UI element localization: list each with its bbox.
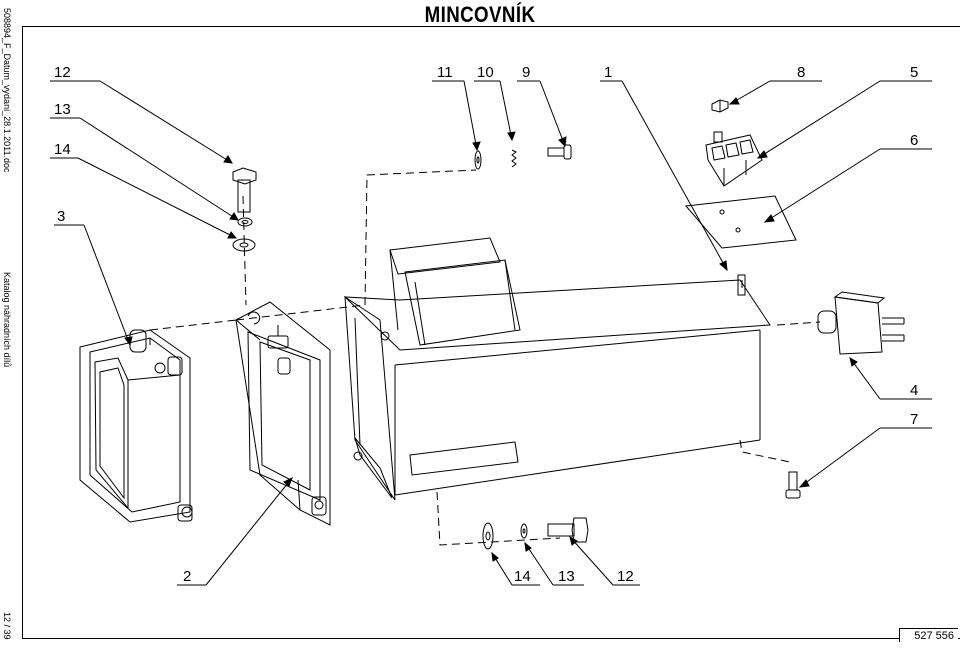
svg-text:8: 8 bbox=[797, 64, 805, 81]
page-title: MINCOVNÍK bbox=[424, 2, 536, 27]
svg-text:13: 13 bbox=[54, 101, 71, 118]
svg-text:13: 13 bbox=[558, 568, 575, 585]
callout-4: 4 bbox=[849, 356, 932, 400]
part-bolt-12-top bbox=[232, 167, 257, 213]
svg-text:14: 14 bbox=[514, 568, 531, 585]
callout-13-top-left: 13 bbox=[50, 101, 239, 221]
callout-10: 10 bbox=[474, 64, 516, 142]
callout-13-bottom: 13 bbox=[524, 541, 584, 586]
callout-12-bottom: 12 bbox=[569, 535, 640, 586]
callout-1: 1 bbox=[600, 64, 728, 272]
frame-border-top bbox=[22, 26, 960, 27]
part-spring-washer-10 bbox=[511, 149, 517, 168]
part-front-bezel bbox=[79, 329, 193, 523]
callout-8: 8 bbox=[728, 64, 822, 105]
part-plate bbox=[685, 195, 797, 249]
callout-12-top-left: 12 bbox=[50, 64, 233, 164]
callout-5: 5 bbox=[756, 64, 932, 159]
assembly-dash-lines bbox=[149, 169, 821, 546]
part-washer-14-top bbox=[232, 238, 256, 252]
part-screw-9 bbox=[547, 144, 572, 160]
svg-text:10: 10 bbox=[477, 64, 494, 81]
part-washer-11 bbox=[474, 150, 482, 170]
frame-border-left bbox=[22, 26, 23, 638]
svg-text:12: 12 bbox=[617, 568, 634, 585]
svg-text:6: 6 bbox=[910, 132, 918, 149]
part-main-chassis bbox=[343, 237, 771, 501]
svg-text:14: 14 bbox=[54, 141, 71, 158]
svg-text:11: 11 bbox=[437, 64, 453, 81]
part-nut bbox=[711, 99, 729, 113]
callout-7: 7 bbox=[798, 411, 932, 488]
part-lockwasher-13-bottom bbox=[520, 523, 528, 539]
svg-text:7: 7 bbox=[910, 411, 918, 428]
svg-text:1: 1 bbox=[604, 64, 612, 81]
frame-border-bottom bbox=[22, 638, 960, 639]
svg-text:2: 2 bbox=[183, 568, 191, 585]
svg-text:4: 4 bbox=[910, 382, 918, 399]
part-mounting-bracket bbox=[235, 301, 331, 526]
callout-14-bottom: 14 bbox=[491, 551, 540, 586]
part-lockwasher-13-top bbox=[237, 217, 253, 227]
callout-3: 3 bbox=[54, 208, 133, 347]
callout-6: 6 bbox=[763, 132, 932, 223]
svg-text:9: 9 bbox=[522, 64, 530, 81]
part-washer-14-bottom bbox=[482, 522, 494, 550]
callout-11: 11 bbox=[432, 64, 481, 152]
svg-text:3: 3 bbox=[57, 208, 65, 225]
part-switch bbox=[817, 291, 905, 355]
part-screw-7 bbox=[785, 471, 801, 499]
document-number: 527 556 bbox=[899, 628, 958, 642]
part-bolt-12-bottom bbox=[547, 517, 589, 543]
part-terminal-block bbox=[705, 131, 763, 187]
svg-text:5: 5 bbox=[910, 64, 918, 81]
callout-2: 2 bbox=[177, 476, 293, 586]
callout-label: 12 bbox=[54, 64, 71, 81]
callout-9: 9 bbox=[517, 64, 567, 148]
callout-14-top-left: 14 bbox=[50, 141, 238, 239]
